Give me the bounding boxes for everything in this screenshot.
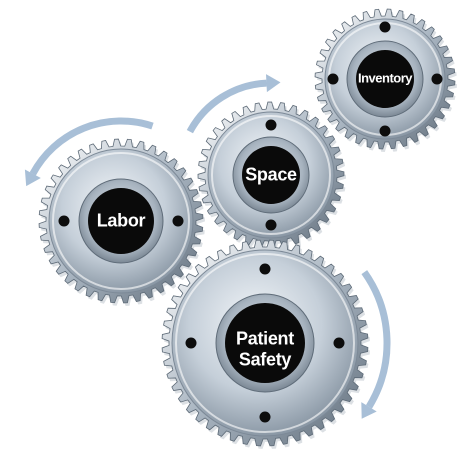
gear-bolt-hole <box>431 73 443 85</box>
gear-label-space: Space <box>245 164 297 185</box>
arrow-labor <box>24 117 154 187</box>
gear-space <box>197 101 346 251</box>
arrow-space <box>186 74 281 134</box>
gear-patient <box>161 239 370 449</box>
gear-label-patient-line2: Safety <box>238 349 292 369</box>
gear-label-inventory: Inventory <box>357 70 413 86</box>
gear-bolt-hole <box>259 411 271 423</box>
gear-label-patient-safety: Patient Safety <box>236 328 294 369</box>
gear-bolt-hole <box>265 119 277 131</box>
gear-inventory <box>314 8 457 152</box>
gear-bolt-hole <box>265 219 277 231</box>
gear-bolt-hole <box>259 263 271 275</box>
gear-bolt-hole <box>58 215 70 227</box>
gear-bolt-hole <box>185 337 197 349</box>
gear-hub <box>242 146 300 204</box>
gear-labor <box>38 138 205 306</box>
gear-hub <box>88 188 154 254</box>
gear-hub <box>356 50 414 108</box>
gear-label-patient-line1: Patient <box>236 328 294 349</box>
arrow-patient <box>361 270 391 419</box>
gear-bolt-hole <box>379 125 391 137</box>
gear-bolt-hole <box>172 215 184 227</box>
gear-label-labor: Labor <box>96 210 146 231</box>
gear-bolt-hole <box>379 21 391 33</box>
gear-hub <box>225 303 305 383</box>
gear-bolt-hole <box>327 73 339 85</box>
gear-bolt-hole <box>333 337 345 349</box>
